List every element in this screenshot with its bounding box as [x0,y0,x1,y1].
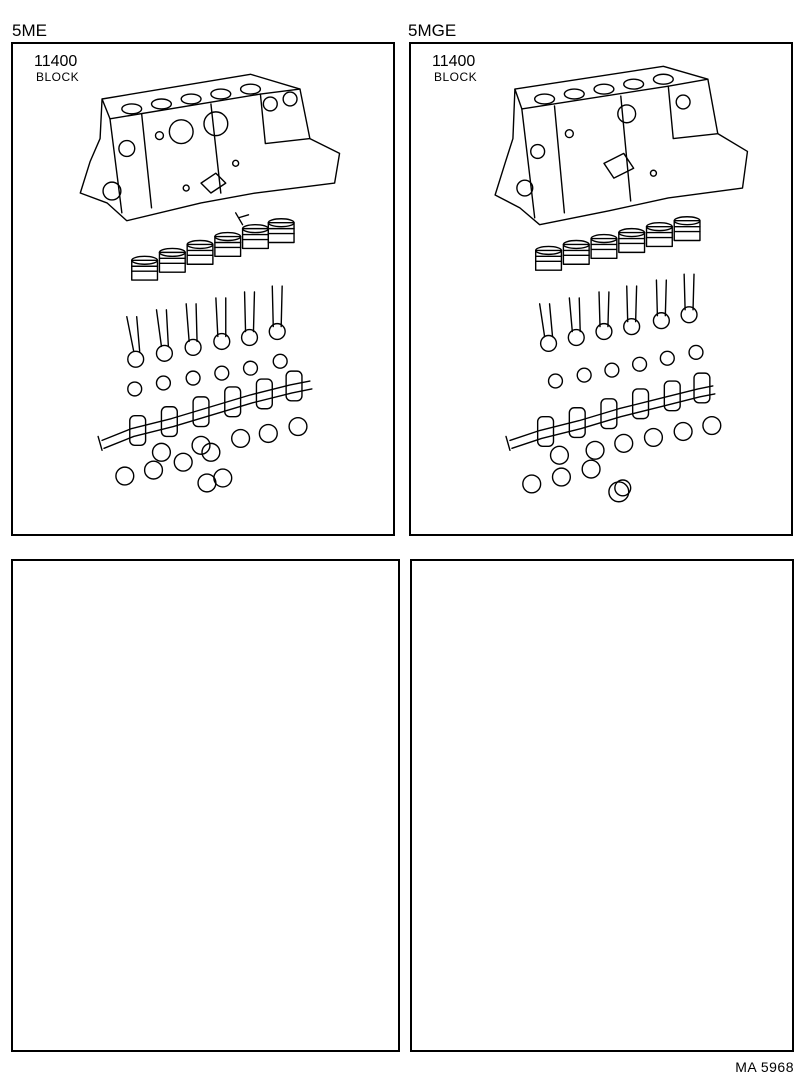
empty-panel-right [410,559,794,1052]
page-reference: MA 5968 [735,1059,794,1075]
engine-block-illustration [411,44,791,534]
piston-set [536,217,700,270]
rod-bearings [549,345,703,388]
variant-label-5mge: 5MGE [408,21,457,40]
variant-label-5me: 5ME [12,21,47,40]
cylinder-block [495,66,747,224]
crankshaft [98,371,312,450]
connecting-rods [540,274,697,351]
part-number: 11400 [432,53,476,70]
part-name: BLOCK [36,70,80,84]
cylinder-block [80,74,339,224]
rod-bearings [128,354,287,396]
diagram-panel-5mge: 11400 BLOCK [409,42,793,536]
main-bearings [523,417,721,502]
part-number: 11400 [34,53,78,70]
connecting-rods [127,286,285,367]
part-name: BLOCK [434,70,478,84]
main-bearings [116,418,307,492]
diagram-panel-5me: 11400 BLOCK [11,42,395,536]
piston-set [132,219,294,280]
empty-panel-left [11,559,400,1052]
engine-block-illustration [13,44,393,534]
crankshaft [506,373,715,450]
